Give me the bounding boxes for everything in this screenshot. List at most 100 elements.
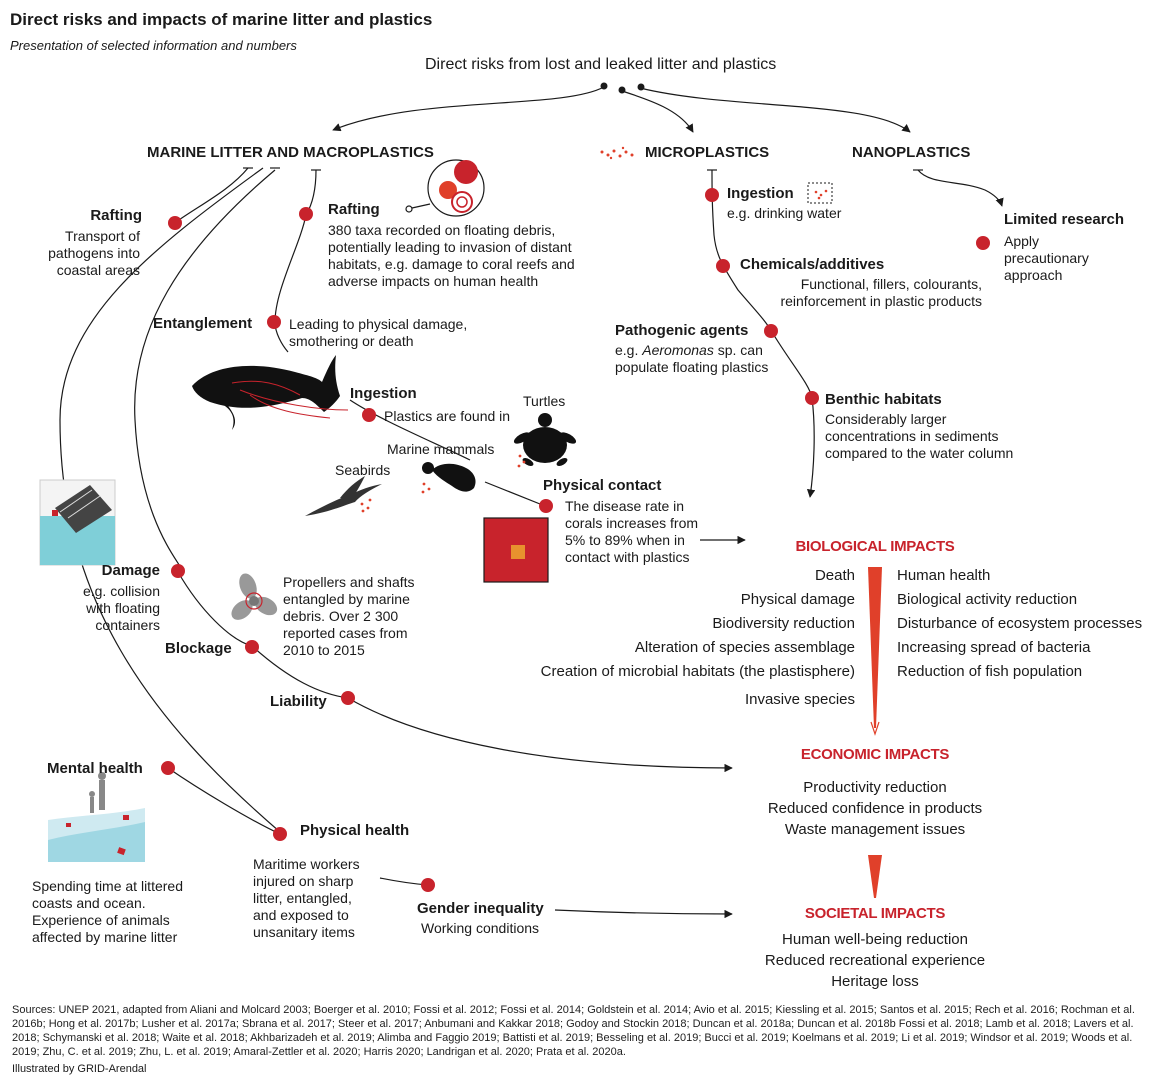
eco-to-soc-arrow xyxy=(868,855,882,898)
chemicals-dot xyxy=(716,259,730,273)
pathogenic-text-line2: populate floating plastics xyxy=(615,359,769,375)
contact-line xyxy=(484,481,546,507)
branch-to-macro xyxy=(332,86,605,132)
physical-health-title: Physical health xyxy=(300,822,410,839)
societal-impacts-title: SOCIETAL IMPACTS xyxy=(804,905,946,922)
biological-right-item: Human health xyxy=(897,567,991,584)
rafting-lens-illustration xyxy=(405,159,485,217)
whale-illustration xyxy=(192,355,349,430)
turtle-illustration xyxy=(513,413,577,466)
entanglement-title: Entanglement xyxy=(153,315,253,332)
page-title: Direct risks and impacts of marine litte… xyxy=(10,10,433,29)
gender-title: Gender inequality xyxy=(417,900,544,917)
biological-left-item: Creation of microbial habitats (the plas… xyxy=(540,663,855,680)
economic-item: Waste management issues xyxy=(784,821,966,838)
biological-left-item: Physical damage xyxy=(740,591,855,608)
limited-research-text: Apply precautionary approach xyxy=(1004,233,1089,283)
physical-health-text: Maritime workers injured on sharp litter… xyxy=(253,856,360,940)
propeller-illustration xyxy=(231,573,278,620)
rafting-left-title: Rafting xyxy=(90,207,142,224)
pathogenic-dot xyxy=(764,324,778,338)
economic-item: Productivity reduction xyxy=(803,779,947,796)
category-macro: MARINE LITTER AND MACROPLASTICS xyxy=(147,144,434,161)
mental-to-physical xyxy=(167,767,281,835)
limited-research-title: Limited research xyxy=(1004,211,1125,228)
liability-title: Liability xyxy=(270,693,327,710)
micro-ingestion-dot xyxy=(705,188,719,202)
micro-ingestion-title: Ingestion xyxy=(727,185,794,202)
gender-dot xyxy=(421,878,435,892)
category-micro: MICROPLASTICS xyxy=(645,144,770,161)
category-nano: NANOPLASTICS xyxy=(852,144,971,161)
seabirds-label: Seabirds xyxy=(335,462,391,478)
limited-research-dot xyxy=(976,236,990,250)
biological-left-item: Death xyxy=(814,567,855,584)
micro-stem xyxy=(711,169,816,498)
pathogenic-rest: sp. can xyxy=(717,342,763,358)
liability-to-economic xyxy=(347,697,733,773)
biological-right-item: Disturbance of ecosystem processes xyxy=(897,615,1143,632)
damage-dot xyxy=(171,564,185,578)
economic-impacts-title: ECONOMIC IMPACTS xyxy=(800,746,950,763)
entanglement-dot xyxy=(267,315,281,329)
physical-contact-dot xyxy=(539,499,553,513)
pathogenic-text-line1: e.g. Aeromonas sp. can xyxy=(615,342,763,359)
biological-right-item: Increasing spread of bacteria xyxy=(897,639,1091,656)
coral-square-illustration xyxy=(483,517,549,583)
physical-health-dot xyxy=(273,827,287,841)
biological-left-item: Alteration of species assemblage xyxy=(634,639,855,656)
entanglement-text: Leading to physical damage, smothering o… xyxy=(289,316,468,349)
rafting-mid-dot xyxy=(299,207,313,221)
turtles-label: Turtles xyxy=(523,393,566,409)
rafting-left-line xyxy=(175,167,249,223)
blockage-dot xyxy=(245,640,259,654)
societal-item: Human well-being reduction xyxy=(782,931,968,948)
physical-contact-text: The disease rate in corals increases fro… xyxy=(565,498,699,565)
damage-text: e.g. collision with floating containers xyxy=(82,583,160,633)
chemicals-text: Functional, fillers, colourants, reinfor… xyxy=(780,276,982,309)
beach-illustration xyxy=(48,772,145,862)
biological-impacts-title: BIOLOGICAL IMPACTS xyxy=(795,538,955,555)
credit-text: Illustrated by GRID-Arendal xyxy=(12,1063,147,1075)
ingestion-dot xyxy=(362,408,376,422)
benthic-text: Considerably larger concentrations in se… xyxy=(825,411,1014,461)
nano-line xyxy=(917,169,1004,207)
benthic-title: Benthic habitats xyxy=(825,391,942,408)
marine-mammals-label: Marine mammals xyxy=(387,441,495,457)
seabird-illustration xyxy=(305,476,382,516)
physical-contact-title: Physical contact xyxy=(543,477,662,494)
mental-health-title: Mental health xyxy=(47,760,143,777)
ingestion-text: Plastics are found in xyxy=(384,408,511,424)
rafting-mid-text: 380 taxa recorded on floating debris, po… xyxy=(328,222,575,289)
damage-to-blockage xyxy=(177,571,253,647)
biological-left-item: Invasive species xyxy=(744,691,855,708)
liability-dot xyxy=(341,691,355,705)
microplastic-specks xyxy=(600,146,634,160)
macro-long-line-2 xyxy=(134,169,276,571)
blockage-title: Blockage xyxy=(165,640,232,657)
rafting-mid-title: Rafting xyxy=(328,201,380,218)
biological-right-item: Reduction of fish population xyxy=(897,663,1083,680)
gender-to-societal xyxy=(554,909,733,919)
sources-text: Sources: UNEP 2021, adapted from Aliani … xyxy=(12,1004,1135,1058)
biological-right-item: Biological activity reduction xyxy=(897,591,1078,608)
pathogenic-species: Aeromonas xyxy=(642,342,714,358)
bio-to-eco-arrow xyxy=(868,567,882,728)
societal-item: Reduced recreational experience xyxy=(764,952,986,969)
biological-left-item: Biodiversity reduction xyxy=(712,615,855,632)
gender-text: Working conditions xyxy=(421,920,540,936)
root-label: Direct risks from lost and leaked litter… xyxy=(425,56,777,73)
economic-item: Reduced confidence in products xyxy=(767,800,983,817)
mental-health-text: Spending time at littered coasts and oce… xyxy=(32,878,183,945)
pathogenic-title: Pathogenic agents xyxy=(615,322,749,339)
damage-title: Damage xyxy=(101,562,160,579)
societal-item: Heritage loss xyxy=(831,973,919,990)
mental-health-dot xyxy=(161,761,175,775)
pathogenic-prefix: e.g. xyxy=(615,342,639,358)
chemicals-title: Chemicals/additives xyxy=(740,256,885,273)
blockage-to-liability xyxy=(251,645,349,699)
rafting-left-dot xyxy=(168,216,182,230)
container-illustration xyxy=(39,479,116,566)
